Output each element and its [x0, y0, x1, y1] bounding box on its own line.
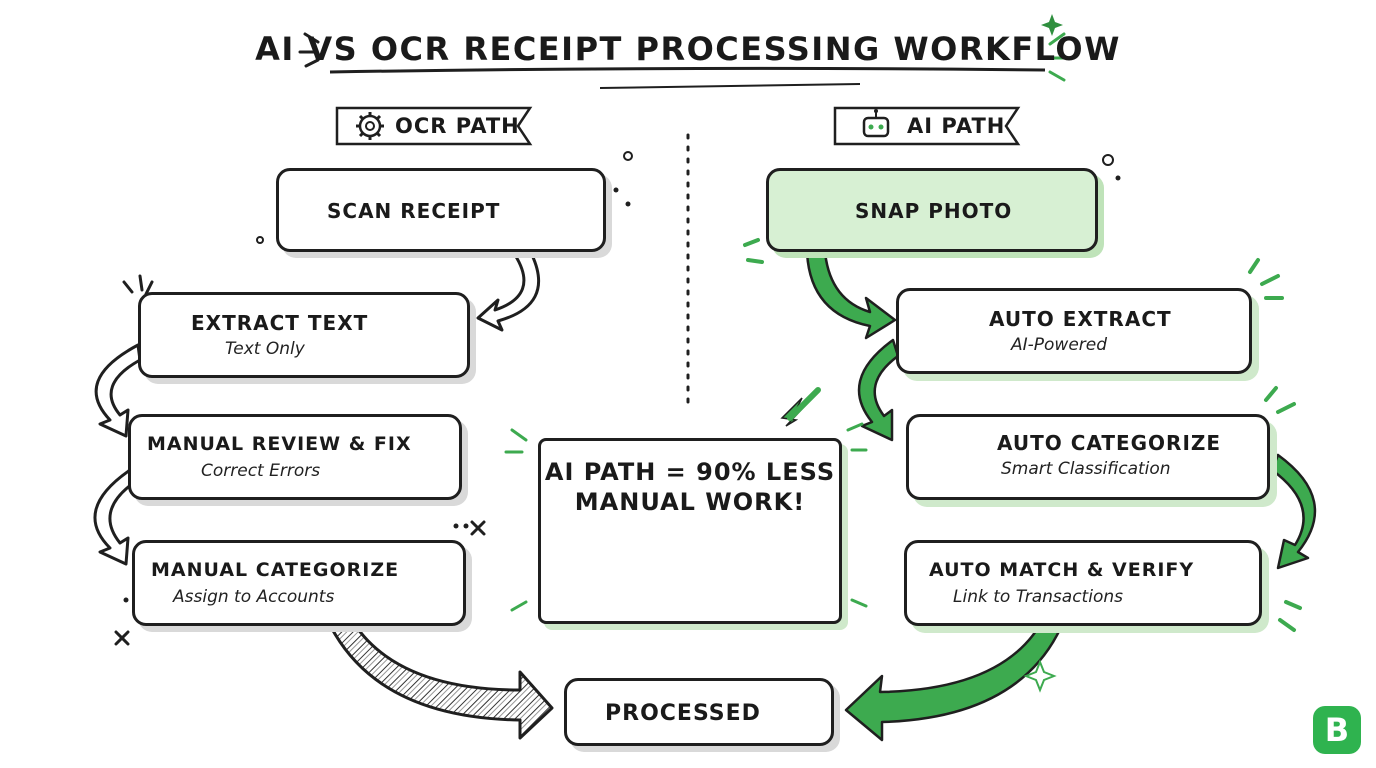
step-title: AUTO EXTRACT	[989, 307, 1172, 331]
arrow-snap-to-extract	[805, 250, 897, 340]
title-underline-2	[599, 83, 861, 89]
step-subtitle: Assign to Accounts	[173, 587, 335, 607]
ocr-path-label: OCR PATH	[395, 114, 520, 138]
title-underline	[329, 66, 1046, 74]
sparkle-icon	[1041, 14, 1063, 36]
arrow-categorize-to-match	[1270, 453, 1317, 570]
ai-step-snap-photo: SNAP PHOTO	[766, 168, 1098, 252]
step-subtitle: Text Only	[225, 339, 305, 359]
step-title: AUTO CATEGORIZE	[997, 431, 1222, 455]
arrow-scan-to-extract	[476, 253, 541, 332]
ocr-path-tag: OCR PATH	[337, 108, 520, 144]
step-subtitle: Correct Errors	[201, 461, 321, 481]
robot-icon	[862, 109, 890, 138]
sparkle-icon-2	[1023, 659, 1057, 693]
cross-icon	[114, 520, 486, 646]
step-title: EXTRACT TEXT	[191, 311, 369, 335]
step-title: SNAP PHOTO	[855, 199, 1013, 223]
step-title: MANUAL CATEGORIZE	[151, 559, 400, 581]
decor-circles	[256, 151, 1114, 244]
arrow-match-to-processed	[844, 623, 1064, 742]
step-title: MANUAL REVIEW & FIX	[147, 433, 412, 455]
gear-icon	[356, 112, 384, 140]
arrow-categorize-to-processed	[328, 623, 554, 740]
arrow-review-to-categorize	[93, 468, 134, 566]
ocr-decor-strokes	[122, 274, 154, 296]
callout-box	[538, 438, 842, 624]
result-processed: PROCESSED	[564, 678, 834, 746]
ocr-step-scan-receipt: SCAN RECEIPT	[276, 168, 606, 252]
brand-logo: B	[1313, 706, 1361, 754]
result-title: PROCESSED	[605, 701, 761, 726]
ocr-step-manual-review: MANUAL REVIEW & FIX Correct Errors	[128, 414, 462, 500]
ocr-tag-flag	[335, 106, 533, 146]
step-subtitle: AI-Powered	[1011, 335, 1108, 355]
ai-path-tag: AI PATH	[835, 108, 1005, 144]
step-title: AUTO MATCH & VERIFY	[929, 559, 1195, 581]
callout-line-1: AI PATH = 90% LESS	[544, 458, 836, 486]
ai-step-auto-categorize: AUTO CATEGORIZE Smart Classification	[906, 414, 1270, 500]
arrow-extract-to-review	[94, 343, 142, 438]
title-accent-right	[1048, 32, 1074, 82]
ai-path-label: AI PATH	[907, 114, 1006, 138]
ocr-step-manual-categorize: MANUAL CATEGORIZE Assign to Accounts	[132, 540, 466, 626]
arrow-into-callout-shaft	[787, 387, 821, 421]
ai-step-auto-extract: AUTO EXTRACT AI-Powered	[896, 288, 1252, 374]
ai-decor-strokes	[743, 238, 1302, 632]
title-accent-left	[298, 32, 320, 68]
callout-sparkles	[504, 422, 868, 612]
callout-line-2: MANUAL WORK!	[574, 488, 806, 516]
page-title: AI VS OCR RECEIPT PROCESSING WORKFLOW	[255, 30, 1121, 68]
decor-dots	[123, 175, 1121, 603]
ocr-step-extract-text: EXTRACT TEXT Text Only	[138, 292, 470, 378]
ocr-arrows	[93, 253, 541, 566]
ai-step-auto-match: AUTO MATCH & VERIFY Link to Transactions	[904, 540, 1262, 626]
arrow-extract-to-categorize	[857, 338, 900, 442]
ai-arrows	[805, 250, 1317, 742]
step-title: SCAN RECEIPT	[327, 199, 501, 223]
step-subtitle: Smart Classification	[1001, 459, 1171, 479]
step-subtitle: Link to Transactions	[953, 587, 1123, 607]
